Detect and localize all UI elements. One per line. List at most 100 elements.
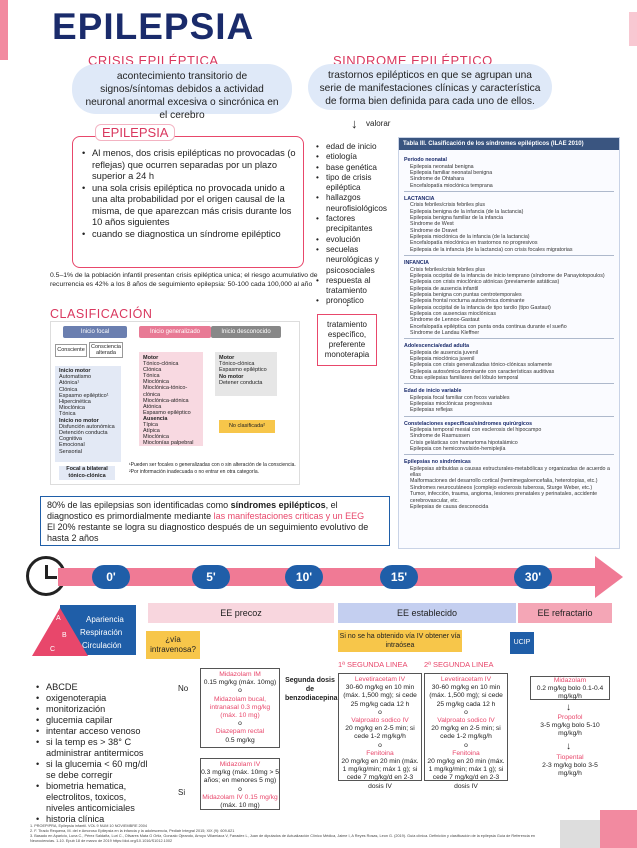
list-item: Típica bbox=[143, 422, 158, 429]
no-iv-dosing-box: Midazolam IM 0.15 mg/kg (máx. 10mg) o Mi… bbox=[200, 668, 280, 748]
time-5: 5' bbox=[192, 565, 230, 589]
phase-ee-refractario: EE refractario bbox=[518, 603, 612, 623]
table-row: Epilepsia de ausencia infantil bbox=[410, 285, 479, 292]
decor-bar-left bbox=[0, 0, 8, 60]
table-section-title: Edad de inicio variable bbox=[404, 388, 462, 395]
time-10: 10' bbox=[285, 565, 323, 589]
list-item: Detención conducta bbox=[59, 430, 108, 437]
valorar-label: valorar bbox=[366, 119, 391, 128]
si-iv-dosing-box: Midazolam IV 0.3 mg/kg (máx. 10mg > 5 añ… bbox=[200, 758, 280, 810]
segunda-linea-heading: 2ª SEGUNDA LINEA bbox=[424, 660, 494, 669]
si-iv-line-2: 0.3 mg/kg (máx. 10mg > 5 años; en menore… bbox=[201, 769, 279, 785]
list-item: No motor bbox=[219, 373, 244, 380]
table-row: Encefalopatía epiléptica con punta onda … bbox=[410, 323, 567, 330]
p-o2: o bbox=[378, 741, 382, 749]
primera-linea-box: Levetiracetam IV 30-60 mg/kg en 10 min (… bbox=[338, 673, 422, 790]
list-item: Atónica¹ bbox=[59, 380, 80, 387]
table-row: Epilepsia occipital de la infancia de in… bbox=[410, 272, 605, 279]
list-item: Cognitiva bbox=[59, 436, 82, 443]
reference-item: 2. F. Tirado Requena, M. del e Amoroso E… bbox=[30, 829, 235, 833]
list-item: Ausencia bbox=[143, 415, 168, 422]
segunda-dosis-label: Segunda dosis de benzodiacepina bbox=[285, 677, 338, 702]
diag-text-manifestaciones: las manifestaciones criticas y un EEG bbox=[213, 511, 365, 521]
no-iv-line-5: o bbox=[238, 720, 242, 728]
down-arrow-icon: ↓ bbox=[345, 298, 350, 309]
p-fen-dose: 20 mg/kg en 20 min (máx. 1 mg/kg/min; má… bbox=[341, 758, 419, 790]
list-item: Tónica bbox=[59, 411, 76, 418]
list-item: intentar acceso venoso bbox=[36, 726, 148, 737]
references: 1. PROEPIPRA, Epilepsia infantil. VOL 9 … bbox=[30, 824, 550, 844]
diagnosis-box: 80% de las epilepsias son identificadas … bbox=[40, 496, 390, 546]
respiracion-label: Respiración bbox=[80, 628, 123, 637]
abc-triangle-icon bbox=[32, 608, 88, 656]
list-item: si la glucemia < 60 mg/dl se debe correg… bbox=[36, 759, 148, 781]
list-item: hallazgos neurofisiológicos bbox=[316, 193, 396, 214]
page-title: EPILEPSIA bbox=[52, 6, 255, 47]
table-row: Epilepsia frontal nocturna autosómica do… bbox=[410, 298, 525, 305]
table-section-title: Periodo neonatal bbox=[404, 157, 447, 164]
list-item: si la temp es > 38° C administrar antite… bbox=[36, 737, 148, 759]
table-section-title: Epilepsias no sindrómicas bbox=[404, 459, 471, 466]
no-via-iv-note: Si no se ha obtenido vía IV obtener vía … bbox=[338, 630, 462, 652]
classification-footnote-2: ²Por información inadecuada o no entrar … bbox=[129, 469, 260, 475]
table-row: Epilepsia con ausencias mioclónicas bbox=[410, 310, 496, 317]
no-iv-line-6: Diazepam rectal bbox=[215, 728, 265, 736]
list-item: Mioclónica bbox=[143, 379, 169, 386]
table-row: Epilepsia temporal mesial con esclerosis… bbox=[410, 427, 542, 434]
list-item: Atónica bbox=[143, 403, 162, 410]
focal-bilateral-box: Focal a bilateral tónico-clónica bbox=[59, 466, 115, 480]
table-row: Epilepsia de la infancia (de la lactanci… bbox=[410, 246, 573, 253]
s-fen: Fenitoina bbox=[452, 749, 480, 757]
list-item: Mioclónica bbox=[143, 434, 169, 441]
down-arrow-icon: ↓ bbox=[566, 702, 571, 713]
table-row: Malformaciones del desarrollo cortical (… bbox=[410, 478, 598, 485]
table-row: Encefalopatía mioclónica temprana bbox=[410, 182, 493, 189]
epilepsia-criteria-list: Al menos, dos crisis epilépticas no prov… bbox=[82, 148, 298, 240]
table-row: Epilepsia occipital de la infancia de ti… bbox=[410, 304, 551, 311]
p-val-dose: 20 mg/kg en 2-5 min; si cede 1-2 mg/kg/h bbox=[345, 725, 415, 741]
list-item: Sensorial bbox=[59, 448, 82, 455]
s-val: Valproato sodico IV bbox=[437, 717, 495, 725]
table-row: Epilepsia familiar neonatal benigna bbox=[410, 170, 493, 177]
table-row: Crisis gelásticas con hamartoma hipotalá… bbox=[410, 439, 518, 446]
time-15: 15' bbox=[380, 565, 418, 589]
decor-block-gray bbox=[560, 820, 600, 848]
list-item: Tónico-clónica bbox=[219, 361, 255, 368]
s-o1: o bbox=[464, 708, 468, 716]
no-iv-line-7: 0.5 mg/kg bbox=[225, 736, 255, 744]
table-row: Epilepsias de causa desconocida bbox=[410, 503, 489, 510]
decor-bar-right bbox=[629, 12, 637, 46]
list-item: monitorización bbox=[36, 704, 148, 715]
valorar-list: edad de inicioetiologíabase genéticatipo… bbox=[316, 142, 396, 307]
initial-management-list: ABCDEoxigenoterapiamonitorizaciónglucemi… bbox=[36, 682, 148, 825]
table-row: Epilepsia con crisis mioclónico atónicas… bbox=[410, 279, 560, 286]
table-row: Epilepsia focal familiar con focos varia… bbox=[410, 394, 510, 401]
abc-c: C bbox=[50, 646, 56, 653]
diag-text-3: El 20% restante se logra su diagnostico … bbox=[47, 522, 369, 543]
list-item: pronostico bbox=[316, 296, 396, 307]
list-item: etiología bbox=[316, 152, 396, 163]
table-row: Síndrome de Ohtahara bbox=[410, 176, 464, 183]
si-iv-line-3: o bbox=[238, 785, 242, 793]
s-fen-dose: 20 mg/kg en 20 min (máx. 1 mg/kg/min; má… bbox=[427, 758, 505, 790]
time-0: 0' bbox=[92, 565, 130, 589]
r-tio: Tiopental bbox=[556, 754, 584, 761]
table-row: Síndrome de West bbox=[410, 221, 454, 228]
table-row: Síndrome de Lennox-Gastaut bbox=[410, 317, 480, 324]
table-row: Epilepsia mioclónica juvenil bbox=[410, 355, 475, 362]
list-item: edad de inicio bbox=[316, 142, 396, 153]
phase-ee-establecido: EE establecido bbox=[338, 603, 516, 623]
list-item: Automatismo bbox=[59, 374, 92, 381]
no-iv-line-4: Midazolam bucal, intranasal 0.3 mg/kg (m… bbox=[209, 695, 271, 720]
answer-si: Si bbox=[178, 788, 186, 797]
p-o1: o bbox=[378, 708, 382, 716]
list-item: respuesta al tratamiento bbox=[316, 276, 396, 297]
list-item: cuando se diagnostica un síndrome epilép… bbox=[82, 229, 298, 241]
p-fen: Fenitoina bbox=[366, 749, 394, 757]
s-lev-dose: 30-60 mg/kg en 10 min (máx. 1,500 mg); s… bbox=[429, 684, 503, 708]
time-30: 30' bbox=[514, 565, 552, 589]
list-item: Disfunción autonómica bbox=[59, 423, 115, 430]
no-clasificada-box: No clasificada² bbox=[219, 420, 275, 433]
